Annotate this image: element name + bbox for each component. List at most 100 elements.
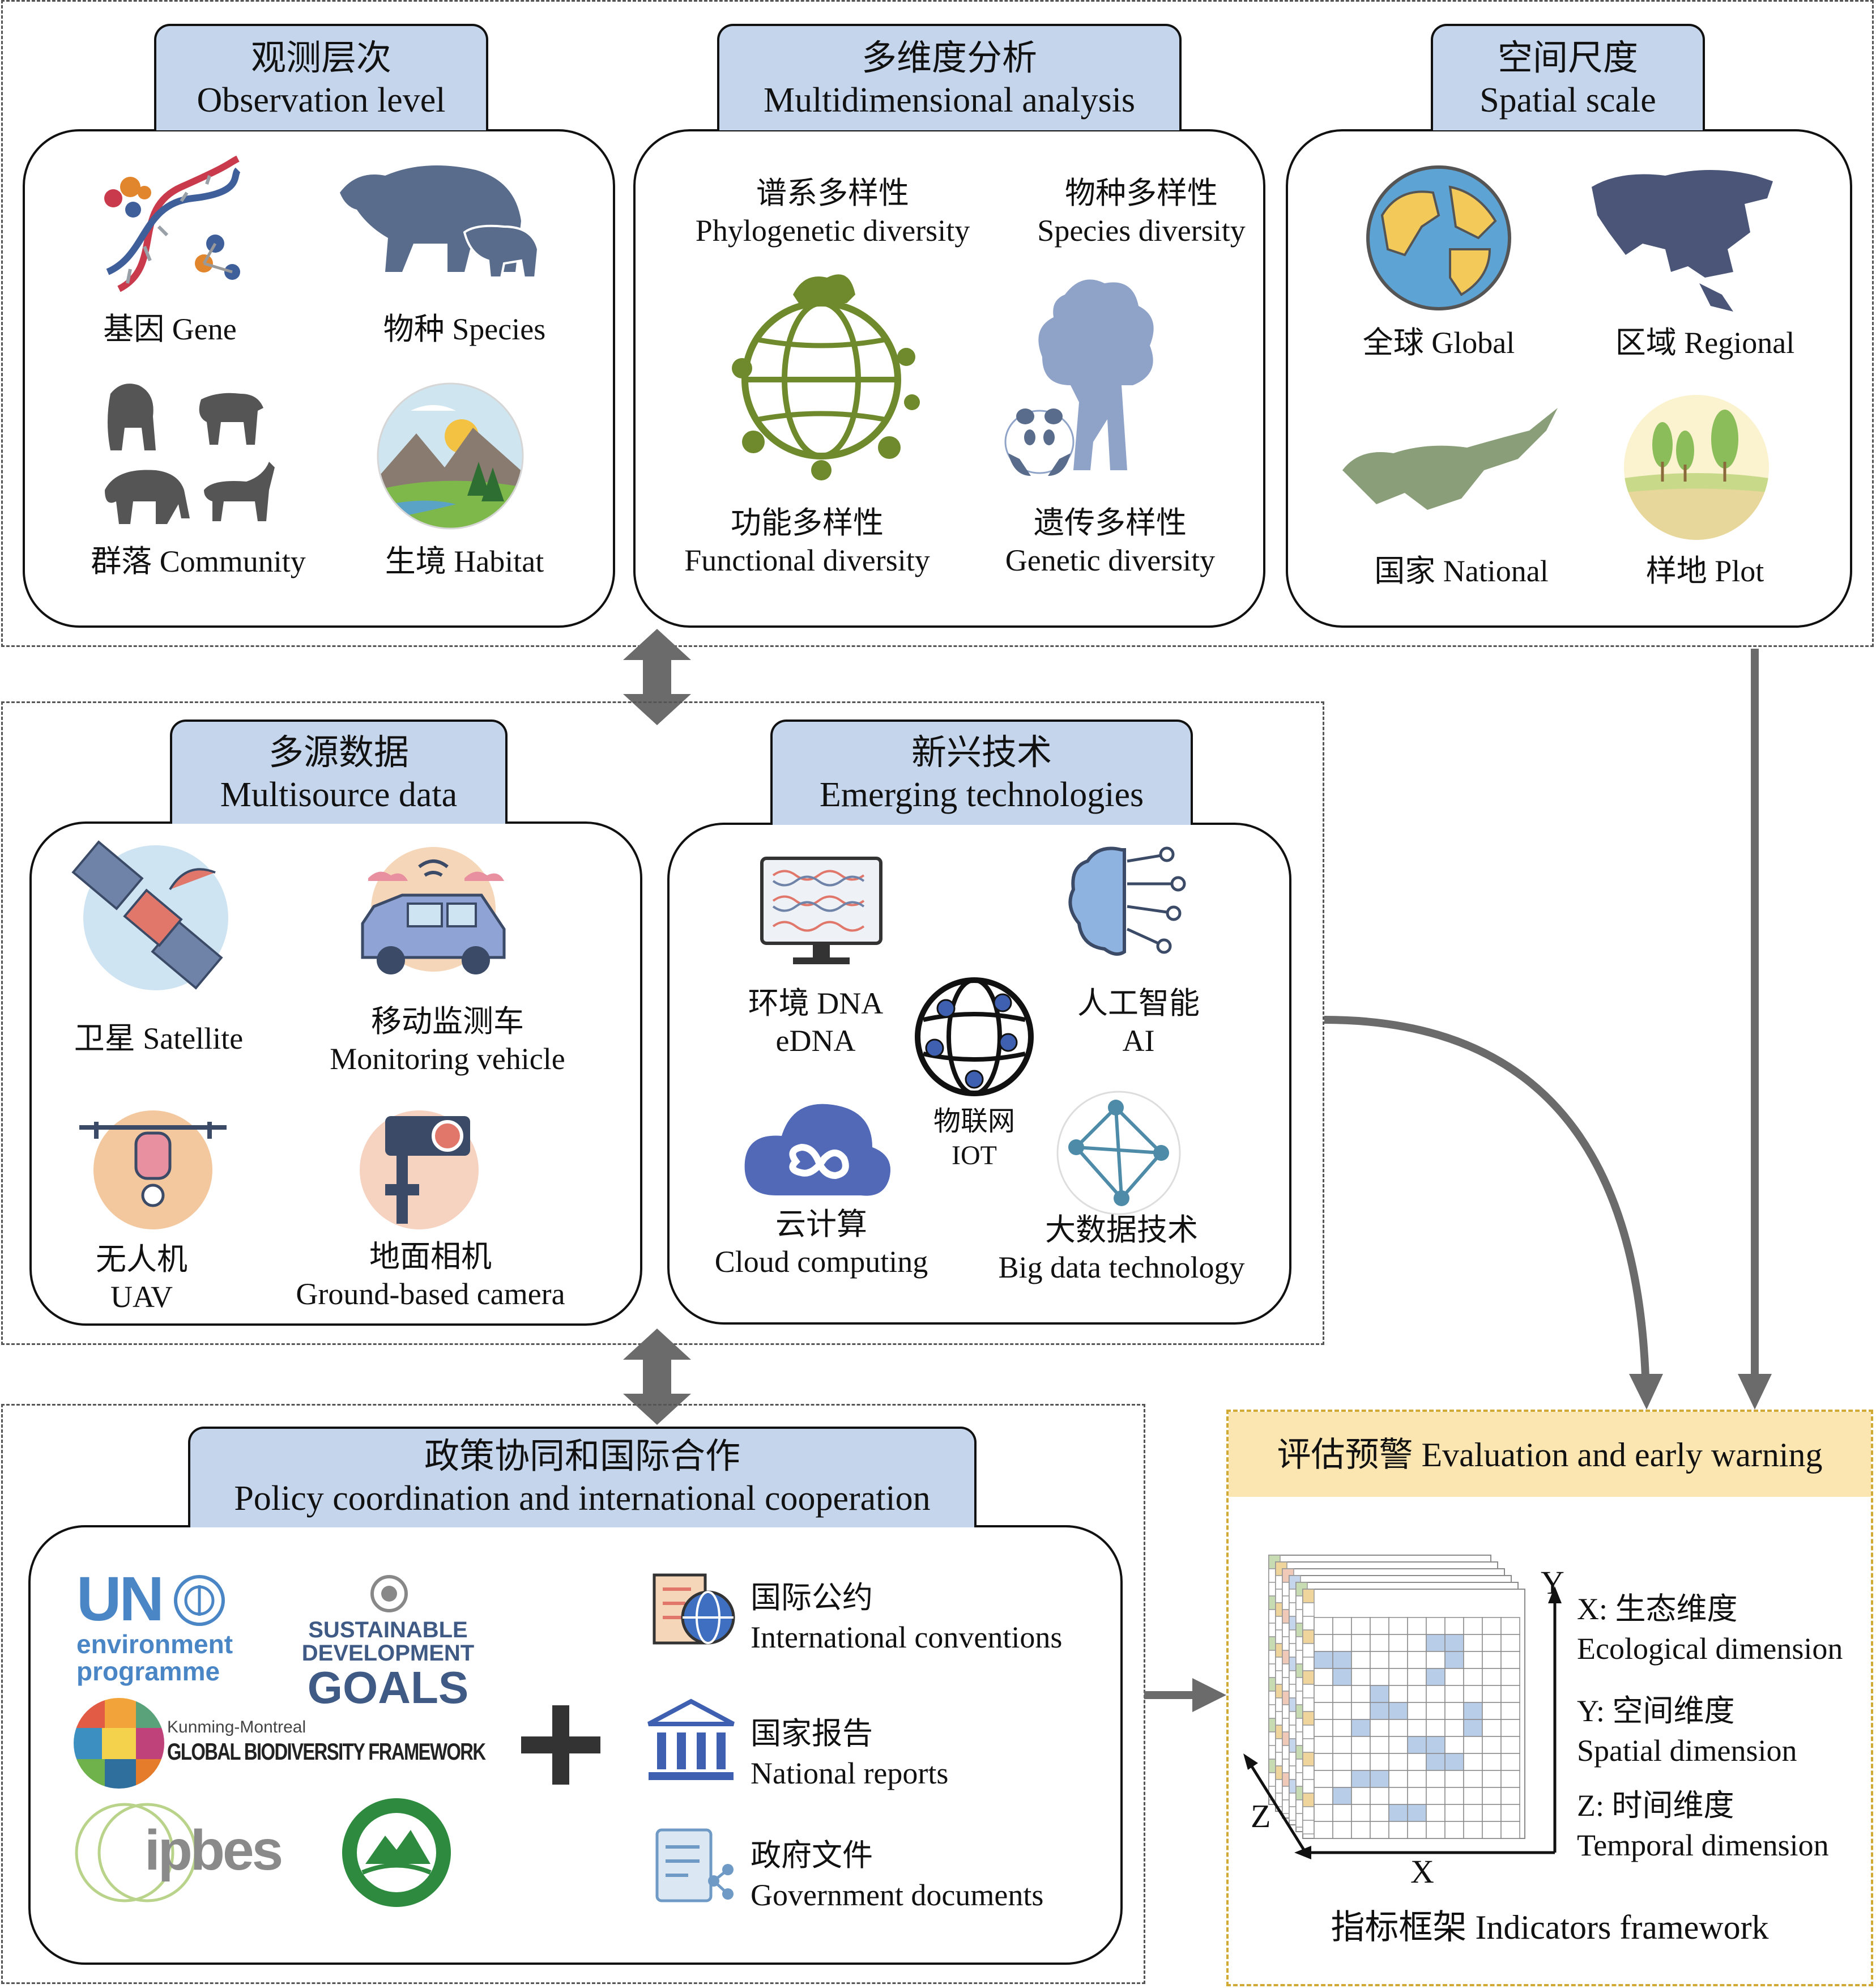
iot-label: 物联网 IOT bbox=[906, 1105, 1042, 1173]
axes bbox=[1243, 1586, 1562, 1859]
conventions-icon bbox=[653, 1573, 735, 1645]
phylogenetic-zh: 谱系多样性 bbox=[756, 176, 909, 210]
edna-en: eDNA bbox=[775, 1024, 856, 1058]
global-label: 全球 Global bbox=[1362, 326, 1515, 360]
observation-title-en: Observation level bbox=[197, 81, 446, 120]
species-diversity-label: 物种多样性 Species diversity bbox=[1020, 174, 1263, 249]
docs-label: 政府文件 Government documents bbox=[751, 1836, 1043, 1915]
landscape-icon bbox=[377, 382, 524, 530]
emerging-title-zh: 新兴技术 bbox=[911, 734, 1052, 772]
policy-to-eval-arrowhead bbox=[1192, 1678, 1226, 1712]
camera-zh: 地面相机 bbox=[369, 1240, 492, 1274]
ai-brain-icon bbox=[1068, 846, 1186, 956]
multidim-title-zh: 多维度分析 bbox=[861, 39, 1037, 78]
species-label: 物种 Species bbox=[383, 312, 546, 346]
multidim-box bbox=[633, 129, 1265, 628]
observation-title-zh: 观测层次 bbox=[250, 39, 391, 78]
bear-icon bbox=[340, 165, 540, 279]
functional-en: Functional diversity bbox=[684, 543, 930, 577]
z-dim-en: Temporal dimension bbox=[1577, 1828, 1829, 1862]
plot-label: 样地 Plot bbox=[1645, 554, 1764, 588]
ai-label: 人工智能 AI bbox=[1054, 985, 1223, 1059]
animals-icon bbox=[105, 384, 275, 524]
un-environment-logo: UN environment programme bbox=[76, 1564, 246, 1686]
government-docs-icon bbox=[655, 1828, 734, 1902]
emerging-title-en: Emerging technologies bbox=[819, 776, 1144, 814]
habitat-label: 生境 Habitat bbox=[385, 544, 544, 578]
x-dim-en: Ecological dimension bbox=[1577, 1632, 1843, 1666]
reports-en: National reports bbox=[751, 1756, 949, 1790]
z-axis-line bbox=[1247, 1761, 1307, 1854]
policy-tab: 政策协同和国际合作 Policy coordination and intern… bbox=[188, 1427, 977, 1527]
spatial-title-en: Spatial scale bbox=[1480, 81, 1656, 120]
bigdata-zh: 大数据技术 bbox=[1045, 1213, 1198, 1247]
emerging-tab: 新兴技术 Emerging technologies bbox=[770, 720, 1193, 825]
regional-label: 区域 Regional bbox=[1615, 326, 1795, 360]
species-diversity-en: Species diversity bbox=[1037, 214, 1246, 248]
national-label: 国家 National bbox=[1374, 554, 1549, 588]
uav-zh: 无人机 bbox=[96, 1242, 187, 1276]
iot-network-icon bbox=[915, 977, 1034, 1096]
edna-zh: 环境 DNA bbox=[748, 986, 884, 1020]
un-big: UN bbox=[76, 1564, 164, 1634]
community-label: 群落 Community bbox=[91, 544, 306, 578]
tech-to-eval-arrowhead bbox=[1629, 1374, 1663, 1410]
y-dim-zh: Y: 空间维度 bbox=[1577, 1694, 1735, 1728]
axis-z-label: Z bbox=[1251, 1798, 1271, 1834]
phylogenetic-en: Phylogenetic diversity bbox=[695, 214, 970, 248]
genetic-zh: 遗传多样性 bbox=[1034, 506, 1187, 540]
ai-en: AI bbox=[1122, 1024, 1155, 1058]
tech-to-eval-curve bbox=[1324, 1016, 1649, 1377]
un-emblem-icon bbox=[174, 1575, 225, 1626]
x-axis-arrow bbox=[1294, 1846, 1311, 1859]
functional-zh: 功能多样性 bbox=[731, 506, 884, 540]
docs-en: Government documents bbox=[751, 1878, 1044, 1912]
sdg-line1: SUSTAINABLE bbox=[308, 1617, 468, 1642]
plot-icon bbox=[1624, 395, 1769, 540]
uav-en: UAV bbox=[110, 1280, 173, 1314]
ipbes-text: ipbes bbox=[144, 1819, 283, 1882]
gbf-line2: GLOBAL BIODIVERSITY FRAMEWORK bbox=[167, 1738, 486, 1765]
dna-icon bbox=[104, 155, 241, 292]
globe-icon bbox=[1366, 165, 1511, 310]
cloud-label: 云计算 Cloud computing bbox=[697, 1206, 946, 1280]
reports-zh: 国家报告 bbox=[751, 1717, 873, 1751]
uav-label: 无人机 UAV bbox=[62, 1241, 221, 1316]
z-dim-zh: Z: 时间维度 bbox=[1577, 1789, 1734, 1823]
axis-y-label: Y bbox=[1541, 1564, 1564, 1601]
multidim-title-en: Multidimensional analysis bbox=[763, 81, 1136, 120]
policy-title-en: Policy coordination and international co… bbox=[234, 1479, 931, 1518]
observation-tab: 观测层次 Observation level bbox=[154, 24, 488, 130]
edna-monitor-icon bbox=[760, 857, 882, 964]
country-map-icon bbox=[1342, 408, 1558, 510]
un-line2: programme bbox=[76, 1657, 220, 1686]
z-axis-arrow bbox=[1243, 1753, 1258, 1770]
sdg-line3: GOALS bbox=[307, 1662, 469, 1713]
iot-en: IOT bbox=[952, 1140, 997, 1170]
cloud-zh: 云计算 bbox=[775, 1207, 867, 1241]
gbf-line1: Kunming-Montreal bbox=[167, 1718, 306, 1736]
z-dimension-label: Z: 时间维度 Temporal dimension bbox=[1577, 1786, 1829, 1865]
front-grid bbox=[1314, 1617, 1520, 1839]
vehicle-icon bbox=[361, 847, 506, 974]
multidim-tab: 多维度分析 Multidimensional analysis bbox=[717, 24, 1182, 130]
spatial-tab: 空间尺度 Spatial scale bbox=[1431, 24, 1705, 130]
ipbes-circles-icon bbox=[75, 1803, 197, 1902]
tree-panda-icon bbox=[1004, 279, 1154, 476]
x-dim-zh: X: 生态维度 bbox=[1577, 1592, 1738, 1626]
un-globe-icon bbox=[370, 1575, 408, 1612]
sdg-logo: SUSTAINABLE DEVELOPMENT GOALS bbox=[300, 1574, 476, 1713]
conventions-label: 国际公约 International conventions bbox=[751, 1578, 1062, 1657]
vehicle-en: Monitoring vehicle bbox=[330, 1042, 565, 1076]
genetic-en: Genetic diversity bbox=[1005, 543, 1216, 577]
asia-map-icon bbox=[1592, 170, 1773, 312]
camera-en: Ground-based camera bbox=[296, 1277, 565, 1311]
indicator-grid bbox=[1268, 1555, 1525, 1839]
policy-title-zh: 政策协同和国际合作 bbox=[424, 1437, 740, 1476]
y-dim-en: Spatial dimension bbox=[1577, 1734, 1797, 1768]
plus-icon bbox=[521, 1705, 600, 1785]
spatial-title-zh: 空间尺度 bbox=[1497, 39, 1638, 78]
globe-wildlife-icon bbox=[732, 274, 920, 480]
double-arrow-icon bbox=[623, 629, 691, 725]
